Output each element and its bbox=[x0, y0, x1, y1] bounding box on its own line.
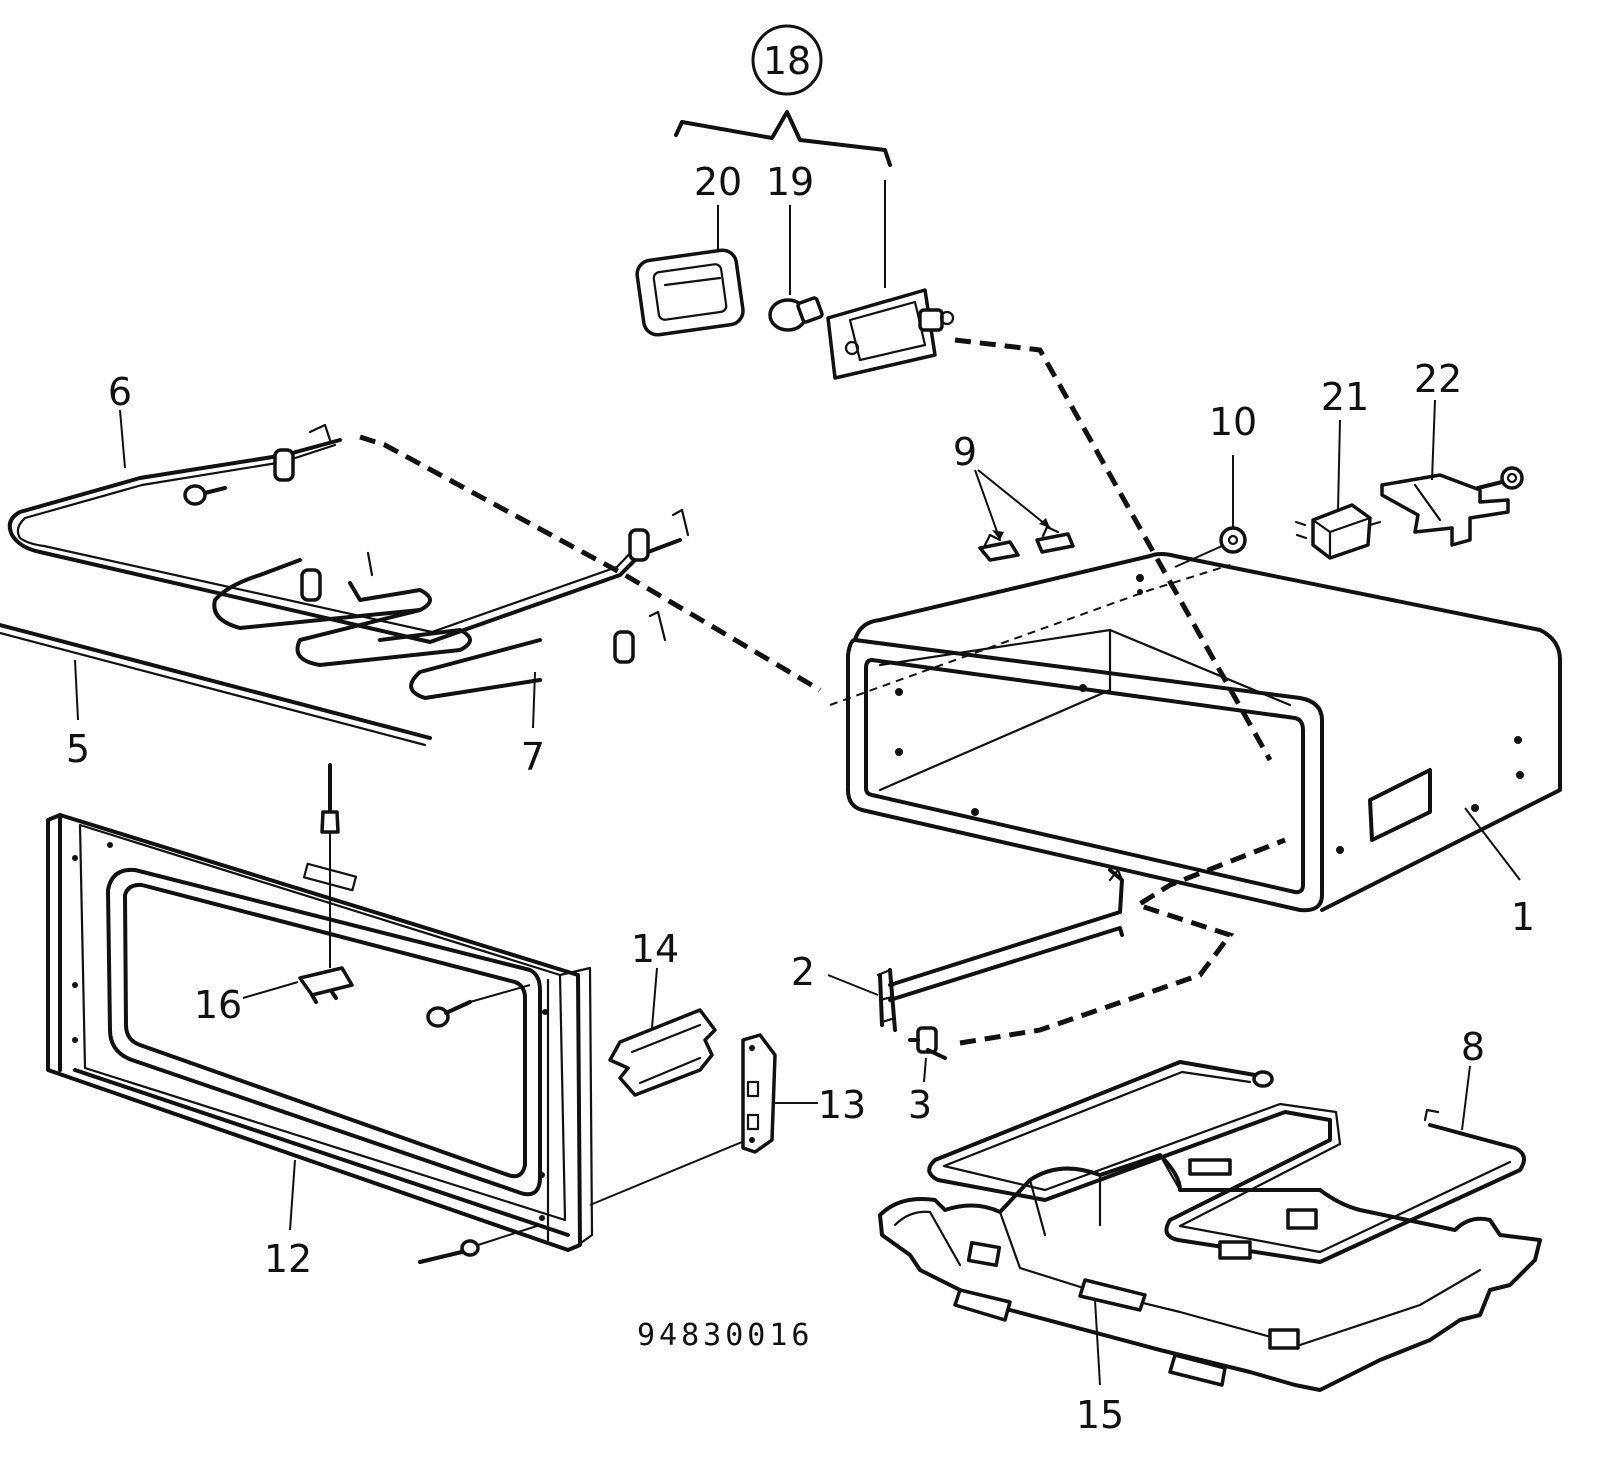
mounting-bracket-part bbox=[1380, 466, 1524, 547]
lamp-socket-part bbox=[826, 288, 955, 380]
callout-2: 2 bbox=[791, 950, 815, 994]
callout-14: 14 bbox=[631, 927, 679, 971]
door-screw-part bbox=[426, 984, 531, 1028]
lamp-cover-part bbox=[635, 248, 745, 337]
diagram-reference-code: 94830016 bbox=[637, 1318, 814, 1353]
leader-21 bbox=[1337, 419, 1341, 511]
callout-9: 9 bbox=[953, 430, 977, 474]
callout-22: 22 bbox=[1414, 357, 1462, 401]
lamp-bulb-part bbox=[768, 296, 824, 332]
leader-10-cabinet bbox=[1174, 545, 1223, 568]
callout-21: 21 bbox=[1321, 375, 1369, 419]
rod-part bbox=[0, 623, 432, 747]
dashed-lamp-to-cabinet bbox=[954, 337, 1273, 762]
door-bottom-screw-part bbox=[418, 1224, 541, 1264]
door-clip-part bbox=[298, 763, 354, 1004]
small-clip-part bbox=[908, 1026, 947, 1060]
callout-15: 15 bbox=[1076, 1393, 1124, 1437]
callout-3: 3 bbox=[908, 1083, 932, 1127]
leader-13-door bbox=[589, 1141, 743, 1206]
leader-8 bbox=[1461, 1065, 1471, 1131]
clips-part bbox=[978, 525, 1075, 562]
callout-8: 8 bbox=[1461, 1025, 1485, 1069]
leader-12 bbox=[289, 1159, 296, 1231]
leader-3 bbox=[923, 1057, 927, 1083]
leader-9b bbox=[977, 469, 1051, 529]
leader-22 bbox=[1431, 399, 1436, 481]
shelf-support-part bbox=[876, 868, 1124, 1032]
dashed-grill-to-cabinet bbox=[359, 434, 822, 693]
oven-cabinet-part bbox=[829, 552, 1562, 913]
callout-18: 18 bbox=[763, 39, 811, 83]
leader-15 bbox=[1094, 1299, 1101, 1386]
callout-13: 13 bbox=[818, 1083, 866, 1127]
leader-14 bbox=[651, 967, 658, 1029]
washer-part bbox=[1219, 526, 1247, 554]
bottom-element-part bbox=[927, 1060, 1526, 1264]
callout-12: 12 bbox=[264, 1237, 312, 1281]
lamp-assembly-group: 18 bbox=[674, 24, 892, 295]
thermostat-switch-part bbox=[1294, 503, 1382, 560]
door-panel-part bbox=[46, 813, 594, 1252]
hinge-bracket-part bbox=[741, 1033, 777, 1154]
callout-7: 7 bbox=[521, 735, 545, 779]
leader-16 bbox=[242, 981, 299, 999]
callout-20: 20 bbox=[694, 160, 742, 204]
callout-16: 16 bbox=[194, 983, 242, 1027]
callout-1: 1 bbox=[1511, 895, 1535, 939]
callout-10: 10 bbox=[1209, 400, 1257, 444]
mounting-plate-part bbox=[608, 1008, 717, 1097]
callout-6: 6 bbox=[108, 370, 132, 414]
leader-6 bbox=[119, 409, 126, 469]
group-18-bracket bbox=[674, 110, 892, 167]
leader-5 bbox=[74, 659, 79, 721]
callout-19: 19 bbox=[766, 160, 814, 204]
leader-9a bbox=[974, 469, 1001, 541]
leader-1 bbox=[1464, 807, 1521, 881]
leader-7 bbox=[532, 671, 536, 729]
grill-element-part bbox=[7, 423, 690, 700]
leader-2 bbox=[827, 974, 879, 996]
dashed-support-to-cabinet bbox=[959, 837, 1286, 1046]
group-18-circle bbox=[751, 24, 823, 96]
bottom-panel-part bbox=[878, 1153, 1542, 1392]
callout-5: 5 bbox=[66, 727, 90, 771]
